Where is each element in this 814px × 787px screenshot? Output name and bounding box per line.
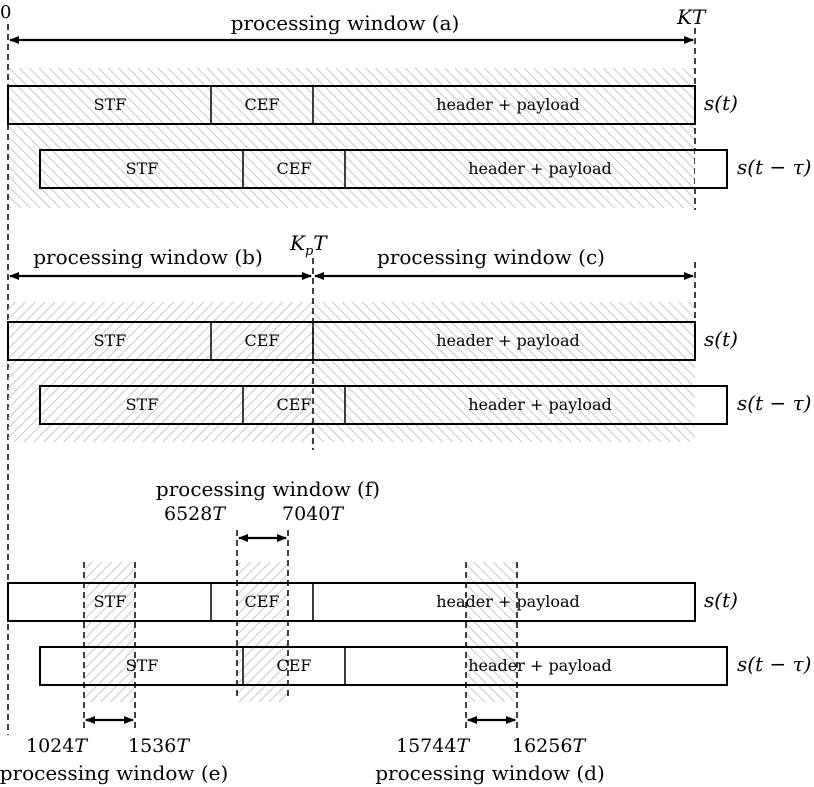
stf-a1: STF — [94, 95, 127, 114]
hatch-window-f — [237, 562, 288, 702]
hp-c2: header + payload — [468, 656, 612, 675]
window-a-label: processing window (a) — [231, 11, 460, 35]
frame-sd-def: STF CEF header + payload — [39, 646, 728, 686]
signal-sd-def: s(t − τ) — [737, 652, 811, 676]
cef-a2: CEF — [276, 159, 311, 178]
signal-s-def: s(t) — [704, 588, 738, 612]
hatch-window-c — [313, 302, 695, 442]
hatch-window-d — [466, 562, 517, 702]
hatch-window-e — [84, 562, 135, 702]
cef-b1: CEF — [244, 331, 279, 350]
hp-b2: header + payload — [468, 395, 612, 414]
signal-sd-a: s(t − τ) — [737, 155, 811, 179]
signal-s-bc: s(t) — [704, 327, 738, 351]
cef-a1: CEF — [244, 95, 279, 114]
window-e-start-tick: 1024T — [26, 735, 88, 757]
window-f-end-tick: 7040T — [282, 503, 344, 525]
window-e-label: processing window (e) — [0, 761, 228, 785]
frame-sd-bc: STF CEF header + payload — [39, 385, 728, 425]
window-c-label: processing window (c) — [377, 245, 605, 269]
frame-s-a: STF CEF header + payload — [7, 85, 696, 125]
hp-a1: header + payload — [436, 95, 580, 114]
hatch-window-b — [8, 302, 313, 442]
window-f-label: processing window (f) — [156, 477, 380, 501]
stf-c2: STF — [126, 656, 159, 675]
window-d-label: processing window (d) — [375, 761, 605, 785]
origin-label: 0 — [0, 2, 11, 23]
stf-b1: STF — [94, 331, 127, 350]
stf-c1: STF — [94, 592, 127, 611]
end-label: KT — [676, 5, 707, 29]
cef-c2: CEF — [276, 656, 311, 675]
window-d-start-tick: 15744T — [396, 735, 470, 757]
stf-b2: STF — [126, 395, 159, 414]
signal-s-a: s(t) — [704, 91, 738, 115]
window-e-end-tick: 1536T — [128, 735, 190, 757]
window-d-end-tick: 16256T — [512, 735, 586, 757]
cef-c1: CEF — [244, 592, 279, 611]
frame-s-bc: STF CEF header + payload — [7, 321, 696, 361]
hp-c1: header + payload — [436, 592, 580, 611]
hatch-window-a — [8, 68, 695, 208]
window-f-start-tick: 6528T — [164, 503, 226, 525]
frame-s-def: STF CEF header + payload — [7, 582, 696, 622]
signal-sd-bc: s(t − τ) — [737, 391, 811, 415]
stf-a2: STF — [126, 159, 159, 178]
kp-label: KpT — [289, 231, 328, 259]
frame-sd-a: STF CEF header + payload — [39, 149, 728, 189]
cef-b2: CEF — [276, 395, 311, 414]
hp-b1: header + payload — [436, 331, 580, 350]
hp-a2: header + payload — [468, 159, 612, 178]
window-b-label: processing window (b) — [33, 245, 263, 269]
